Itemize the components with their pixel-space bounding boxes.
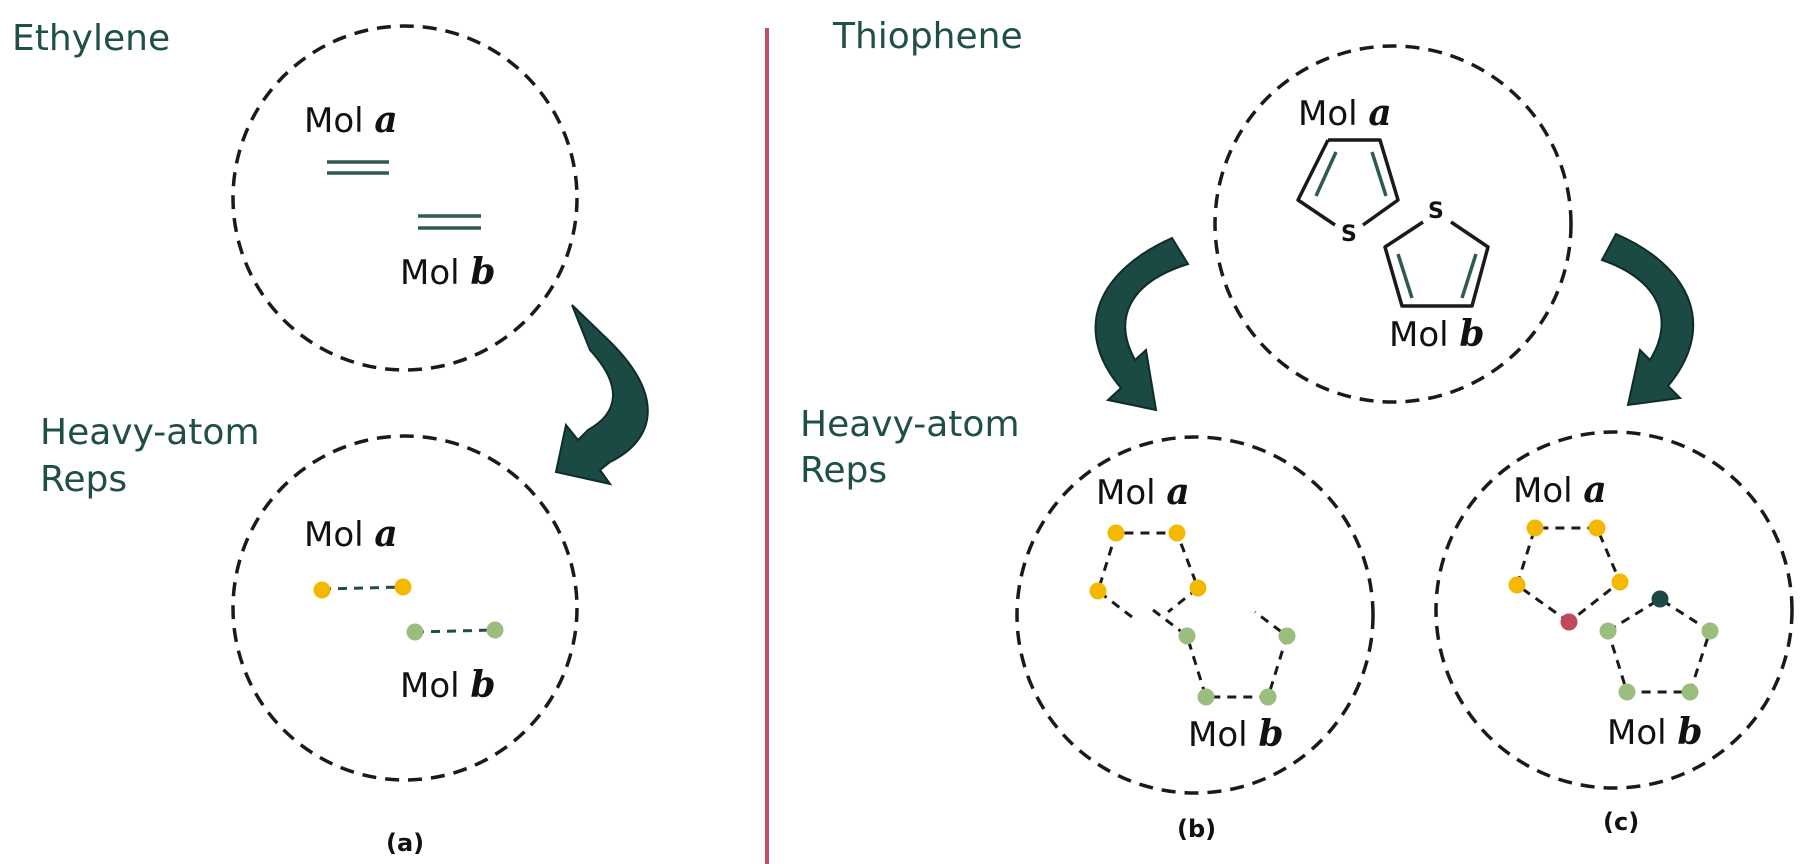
svg-text:Mol a: Mol a	[304, 513, 398, 555]
reps-b-ring-b	[1152, 608, 1296, 706]
mol-b-atom	[1701, 622, 1719, 640]
mol-b-atom	[1618, 683, 1636, 701]
ethylene-mol-a-atom	[394, 578, 412, 596]
mol-a-atom	[1588, 519, 1606, 537]
thiophene-ring-a: S	[1296, 138, 1400, 247]
mol-b-atom	[1599, 622, 1617, 640]
ethylene-mol-a-double-bond	[327, 160, 389, 175]
mol-b-atom	[1178, 627, 1196, 645]
mol-b-atom	[1197, 688, 1215, 706]
thiophene-reps-b-circle	[1015, 435, 1375, 795]
ethylene-molecule-circle	[231, 24, 579, 372]
reps-c-mol-b-label: Mol b	[1607, 711, 1703, 753]
mol-b-atom	[1278, 627, 1296, 645]
ethylene-reps-mol-a-label: Mol a	[304, 513, 398, 555]
reps-c-ring-b	[1599, 590, 1719, 701]
mol-a-atom	[1189, 579, 1207, 597]
svg-text:Mol a: Mol a	[1096, 471, 1190, 513]
ethylene-mol-b-atom	[406, 623, 424, 641]
mol-a-sulfur-atom	[1560, 613, 1578, 631]
svg-text:Mol a: Mol a	[1513, 469, 1607, 511]
reps-b-mol-b-label: Mol b	[1188, 713, 1284, 755]
mol-b-atom	[1681, 683, 1699, 701]
ethylene-mol-b-label: Mol b	[400, 251, 496, 293]
mol-b-sulfur-atom	[1651, 590, 1669, 608]
thiophene-mol-b-label: Mol b	[1389, 313, 1485, 355]
mol-a-atom	[1611, 573, 1629, 591]
ethylene-reps-title-line1: Heavy-atom	[40, 412, 260, 453]
reps-b-ring-a	[1089, 524, 1207, 619]
ethylene-mol-b-atom	[486, 621, 504, 639]
mol-a-atom	[1508, 576, 1526, 594]
thiophene-reps-title-line2: Reps	[800, 450, 887, 491]
ethylene-mol-b-double-bond	[418, 214, 481, 230]
mol-a-atom	[1107, 524, 1125, 542]
ethylene-mol-a-atom	[313, 581, 331, 599]
ethylene-curved-arrow	[554, 304, 649, 486]
reps-c-mol-a-label: Mol a	[1513, 469, 1607, 511]
svg-text:Mol b: Mol b	[400, 664, 496, 706]
mol-a-atom	[1089, 582, 1107, 600]
mol-b-atom	[1259, 688, 1277, 706]
caption-b: (b)	[1177, 815, 1216, 843]
svg-text:Mol b: Mol b	[1389, 313, 1485, 355]
ethylene-reps-title-line2: Reps	[40, 459, 127, 500]
thiophene-panel: Thiophene Mol a S S Mol b Heavy-atom	[800, 16, 1794, 843]
svg-text:Mol a: Mol a	[304, 99, 398, 141]
reps-b-mol-a-label: Mol a	[1096, 471, 1190, 513]
ethylene-title: Ethylene	[12, 18, 170, 59]
svg-text:Mol a: Mol a	[1298, 92, 1392, 134]
thiophene-reps-title-line1: Heavy-atom	[800, 404, 1020, 445]
thiophene-left-curved-arrow	[1094, 236, 1190, 412]
thiophene-reps-c-circle	[1434, 430, 1794, 790]
svg-text:Mol b: Mol b	[1188, 713, 1284, 755]
thiophene-ring-b: S	[1383, 199, 1490, 308]
thiophene-title: Thiophene	[832, 16, 1023, 57]
sulfur-label-a: S	[1341, 222, 1357, 247]
svg-text:Mol b: Mol b	[1607, 711, 1703, 753]
thiophene-molecule-circle	[1213, 44, 1573, 404]
sulfur-label-b: S	[1428, 199, 1444, 224]
ethylene-mol-a-label: Mol a	[304, 99, 398, 141]
thiophene-mol-a-label: Mol a	[1298, 92, 1392, 134]
mol-a-atom	[1168, 524, 1186, 542]
thiophene-right-curved-arrow	[1600, 232, 1695, 407]
ethylene-reps-circle	[231, 434, 579, 782]
reps-c-ring-a	[1508, 519, 1629, 631]
caption-c: (c)	[1603, 808, 1639, 836]
svg-text:Mol b: Mol b	[400, 251, 496, 293]
ethylene-panel: Ethylene Mol a Mol b Heavy-atom Reps Mol…	[12, 18, 649, 857]
caption-a: (a)	[386, 829, 424, 857]
mol-a-atom	[1526, 519, 1544, 537]
ethylene-reps-mol-b-label: Mol b	[400, 664, 496, 706]
